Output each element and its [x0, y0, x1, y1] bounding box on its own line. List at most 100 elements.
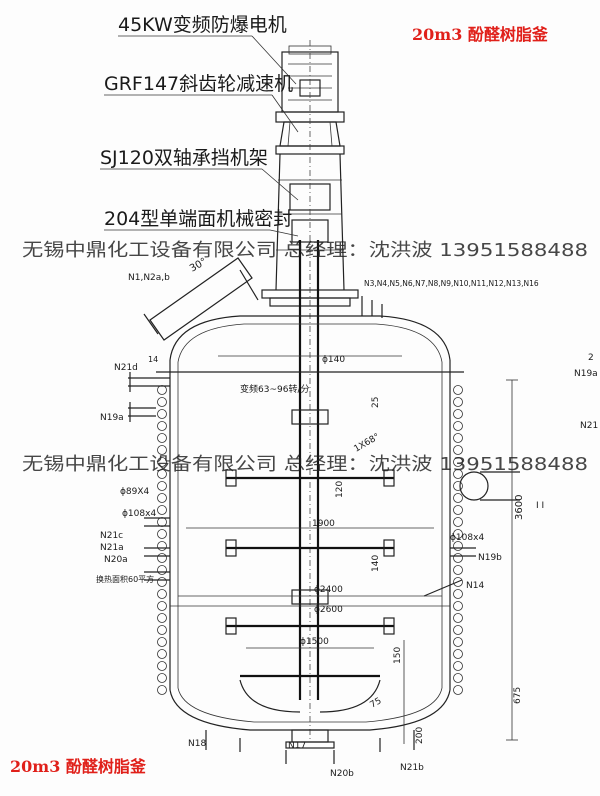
coil-loop-left: [157, 649, 167, 659]
coil-loop-left: [157, 685, 167, 695]
coil-loop-left: [157, 397, 167, 407]
label-phi89: ϕ89X4: [120, 487, 150, 497]
coil-loop-right: [453, 421, 463, 431]
coil-loop-right: [453, 457, 463, 467]
labels: N1,N2a,b 30° N3,N4,N5,N6,N7,N8,N9,N10,N1…: [96, 256, 598, 779]
impeller-lower: [225, 617, 395, 635]
coil-loop-left: [157, 553, 167, 563]
label-right-edge-1: 2: [588, 353, 594, 363]
coil-loop-right: [453, 433, 463, 443]
label-675: 675: [513, 687, 523, 704]
label-phi140: ϕ140: [322, 355, 345, 365]
coil-loop-right: [453, 469, 463, 479]
watermark-lower: 无锡中鼎化工设备有限公司 总经理：沈洪波 13951588488: [22, 454, 588, 475]
coil-loop-left: [157, 505, 167, 515]
coil-loop-right: [453, 493, 463, 503]
machine-frame: [275, 153, 345, 291]
label-140: 140: [371, 555, 381, 572]
label-n21c: N21c: [100, 531, 123, 541]
heat-coil: [157, 385, 463, 695]
coil-loop-right: [453, 541, 463, 551]
coil-loop-left: [157, 613, 167, 623]
label-phi1500: ϕ1500: [300, 637, 329, 647]
label-n17: N17: [288, 741, 306, 751]
coil-loop-right: [453, 397, 463, 407]
section-i-mark: [459, 471, 489, 501]
watermark-upper: 无锡中鼎化工设备有限公司 总经理：沈洪波 13951588488: [22, 240, 588, 261]
coil-loop-left: [157, 577, 167, 587]
coil-loop-right: [453, 553, 463, 563]
drive-assembly: [261, 40, 359, 740]
coil-loop-right: [453, 637, 463, 647]
coil-loop-left: [157, 433, 167, 443]
dimensions: [170, 355, 518, 744]
coil-loop-right: [453, 601, 463, 611]
label-120: 120: [335, 481, 345, 498]
label-25: 25: [371, 397, 381, 408]
label-n19b: N19b: [478, 553, 502, 563]
label-n18: N18: [188, 739, 206, 749]
vessel: [156, 315, 464, 749]
label-14: 14: [148, 355, 158, 364]
coil-loop-left: [157, 409, 167, 419]
label-right-edge-3: N21: [580, 421, 598, 431]
coil-loop-right: [453, 613, 463, 623]
label-n20a: N20a: [104, 555, 128, 565]
title-bottom: 20m3 酚醛树脂釜: [10, 757, 147, 776]
label-section: I I: [536, 501, 544, 511]
coil-loop-left: [157, 457, 167, 467]
label-n21a: N21a: [100, 543, 124, 553]
coil-loop-left: [157, 589, 167, 599]
coil-loop-left: [157, 517, 167, 527]
coil-loop-right: [453, 589, 463, 599]
coil-loop-right: [453, 673, 463, 683]
coil-loop-left: [157, 421, 167, 431]
coil-loop-left: [157, 469, 167, 479]
label-1900: 1900: [312, 519, 335, 529]
label-3600: 3600: [514, 495, 525, 520]
callout-reducer: GRF147斜齿轮减速机: [104, 73, 293, 95]
callout-motor: 45KW变频防爆电机: [118, 14, 287, 36]
label-speed: 变频63~96转/分: [240, 383, 309, 395]
label-n19a: N19a: [100, 413, 124, 423]
coil-loop-right: [453, 529, 463, 539]
coil-loop-right: [453, 505, 463, 515]
callout-frame: SJ120双轴承挡机架: [100, 147, 268, 169]
coil-loop-right: [453, 661, 463, 671]
anchor-bottom: [239, 674, 381, 713]
coil-loop-left: [157, 673, 167, 683]
coil-loop-left: [157, 541, 167, 551]
label-nozzles-top: N3,N4,N5,N6,N7,N8,N9,N10,N11,N12,N13,N16: [364, 279, 539, 288]
coil-loop-right: [453, 685, 463, 695]
label-n20b: N20b: [330, 769, 354, 779]
title-top: 20m3 酚醛树脂釜: [412, 25, 549, 44]
coil-loop-right: [453, 565, 463, 575]
coil-loop-left: [157, 481, 167, 491]
coil-loop-left: [157, 601, 167, 611]
coil-loop-right: [453, 649, 463, 659]
label-phi2600: ϕ2600: [314, 605, 343, 615]
label-phi108-left: ϕ108x4: [122, 509, 156, 519]
top-head: [169, 315, 451, 361]
coil-loop-left: [157, 529, 167, 539]
coil-loop-right: [453, 409, 463, 419]
impeller-middle: [225, 539, 395, 557]
nozzles: [128, 257, 520, 764]
agitator: [225, 409, 395, 713]
callout-seal: 204型单端面机械密封: [104, 208, 292, 230]
coil-loop-left: [157, 565, 167, 575]
coil-loop-left: [157, 385, 167, 395]
nozzle-n1: [143, 257, 259, 341]
coil-loop-left: [157, 493, 167, 503]
coil-loop-left: [157, 637, 167, 647]
label-slope: 1X68°: [353, 432, 382, 455]
label-phi108-right: ϕ108x4: [450, 533, 484, 543]
coil-loop-right: [453, 625, 463, 635]
coil-loop-left: [157, 625, 167, 635]
label-75: 75: [369, 696, 384, 710]
label-n14: N14: [466, 581, 484, 591]
label-n21d: N21d: [114, 363, 138, 373]
label-right-edge-2: N19a: [574, 369, 598, 379]
